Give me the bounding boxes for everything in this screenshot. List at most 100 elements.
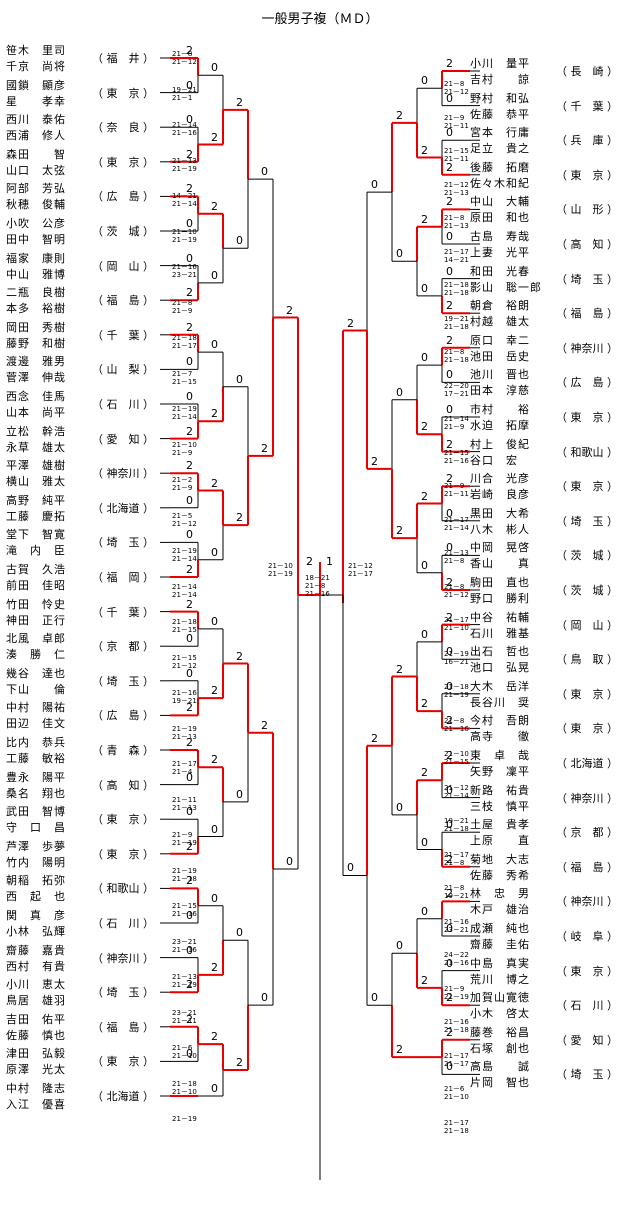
left-team: 齋藤 嘉貴西村 有貴（ 神奈川 ） xyxy=(6,944,171,974)
prefecture-label: （ 石 川 ） xyxy=(556,999,618,1013)
player-name: 野村 和弘 xyxy=(470,91,530,105)
prefecture-label: （ 東 京 ） xyxy=(92,86,154,100)
prefecture-label: （ 山 形 ） xyxy=(556,203,618,217)
match-result: 0 xyxy=(421,627,428,641)
match-result: 2 xyxy=(186,701,193,715)
player-name: 矢野 凜平 xyxy=(470,765,530,778)
right-team: 川合 光彦岩崎 良彦（ 東 京 ） xyxy=(470,472,635,502)
player-name: 影山 聡一郎 xyxy=(470,280,542,294)
player-name: 西川 泰佑 xyxy=(6,113,66,127)
match-result: 2 xyxy=(421,489,428,503)
right-team: 大木 岳洋長谷川 奨（ 東 京 ） xyxy=(470,680,635,710)
prefecture-label: （ 兵 庫 ） xyxy=(556,134,618,148)
match-result: 2 xyxy=(446,576,453,589)
match-result: 0 xyxy=(186,1047,193,1061)
player-name: 藤野 和樹 xyxy=(6,336,66,350)
left-team: 國鎖 顯彦星 孝幸（ 東 京 ） xyxy=(6,79,171,109)
player-name: 芦澤 歩夢 xyxy=(6,839,66,853)
match-result: 0 xyxy=(446,264,453,278)
right-team: 藤巻 裕昌石塚 創也（ 愛 知 ） xyxy=(470,1026,635,1056)
player-name: 千京 尚将 xyxy=(6,60,66,73)
left-team: 渡邊 雅男菅澤 伸哉（ 山 梨 ） xyxy=(6,355,171,385)
player-name: 谷口 宏 xyxy=(470,453,518,467)
player-name: 荒川 博之 xyxy=(470,972,530,986)
match-result: 2 xyxy=(186,839,193,853)
match-result: 2 xyxy=(211,199,218,213)
player-name: 津田 弘毅 xyxy=(6,1047,66,1061)
player-name: 吉村 諒 xyxy=(470,73,530,86)
player-name: 本多 裕樹 xyxy=(6,302,66,316)
player-name: 平澤 雄樹 xyxy=(6,459,66,473)
player-name: 幾谷 達也 xyxy=(6,666,66,680)
left-team: 福家 康則中山 雅博（ 岡 山 ） xyxy=(6,252,171,282)
match-result: 0 xyxy=(396,247,403,261)
prefecture-label: （ 東 京 ） xyxy=(92,1055,154,1069)
player-name: 中谷 祐輔 xyxy=(470,610,530,624)
match-result: 0 xyxy=(446,922,453,935)
match-result: 0 xyxy=(446,126,453,140)
left-team: 二瓶 良樹本多 裕樹（ 福 島 ） xyxy=(6,286,171,316)
prefecture-label: （ 埼 玉 ） xyxy=(92,536,154,550)
left-team: 比内 恭兵工藤 敏裕（ 青 森 ） xyxy=(6,736,171,766)
prefecture-label: （ 東 京 ） xyxy=(556,411,618,424)
prefecture-label: （ 茨 城 ） xyxy=(92,225,154,238)
player-name: 古島 寿哉 xyxy=(470,230,530,243)
player-name: 朝稲 拓弥 xyxy=(6,874,66,888)
set-scores: 21－19 xyxy=(172,1115,197,1123)
player-name: 東 卓 哉 xyxy=(470,749,530,762)
match-result: 2 xyxy=(421,697,428,711)
player-name: 山本 尚平 xyxy=(6,406,66,419)
prefecture-label: （ 埼 玉 ） xyxy=(92,674,154,688)
player-name: 香山 真 xyxy=(470,557,530,571)
player-name: 原田 和也 xyxy=(470,211,530,225)
final-left-result: 2 xyxy=(306,555,313,568)
right-team: 成瀬 純也齋藤 圭佑（ 岐 阜 ） xyxy=(470,922,635,952)
match-result: 2 xyxy=(347,316,354,330)
player-name: 工藤 敏裕 xyxy=(6,752,66,765)
player-name: 高島 誠 xyxy=(470,1060,530,1074)
player-name: 長谷川 奨 xyxy=(470,695,530,709)
match-result: 0 xyxy=(446,818,453,832)
player-name: 原澤 光太 xyxy=(6,1063,66,1077)
left-team: 芦澤 歩夢竹内 陽明（ 東 京 ） xyxy=(6,840,171,870)
match-result: 2 xyxy=(446,991,453,1005)
right-team: 新路 祐貴三枝 慎平（ 神奈川 ） xyxy=(470,784,635,814)
player-name: 和田 光春 xyxy=(470,264,530,278)
prefecture-label: （ 北海道 ） xyxy=(92,1090,154,1103)
match-result: 0 xyxy=(186,217,193,230)
match-result: 2 xyxy=(446,714,453,728)
player-name: 田本 淳慈 xyxy=(470,384,530,398)
match-result: 2 xyxy=(211,960,218,974)
match-result: 2 xyxy=(186,424,193,438)
player-name: 永草 雄太 xyxy=(6,440,66,454)
match-result: 2 xyxy=(236,649,243,663)
match-result: 2 xyxy=(446,472,453,486)
left-team: 西川 泰佑西浦 修人（ 奈 良 ） xyxy=(6,113,171,143)
player-name: 岩崎 良彦 xyxy=(470,488,530,502)
match-result: 2 xyxy=(186,147,193,161)
match-result: 0 xyxy=(186,78,193,92)
player-name: 上妻 光平 xyxy=(470,246,530,259)
match-result: 0 xyxy=(446,1060,453,1074)
match-result: 2 xyxy=(186,597,193,611)
match-result: 2 xyxy=(421,143,428,157)
match-result: 0 xyxy=(261,991,268,1005)
player-name: 佐藤 慎也 xyxy=(6,1028,66,1042)
right-team: 小川 量平吉村 諒（ 長 崎 ） xyxy=(470,57,635,87)
player-name: 今村 吾朗 xyxy=(470,714,530,728)
match-result: 0 xyxy=(211,614,218,628)
match-result: 2 xyxy=(371,454,378,468)
